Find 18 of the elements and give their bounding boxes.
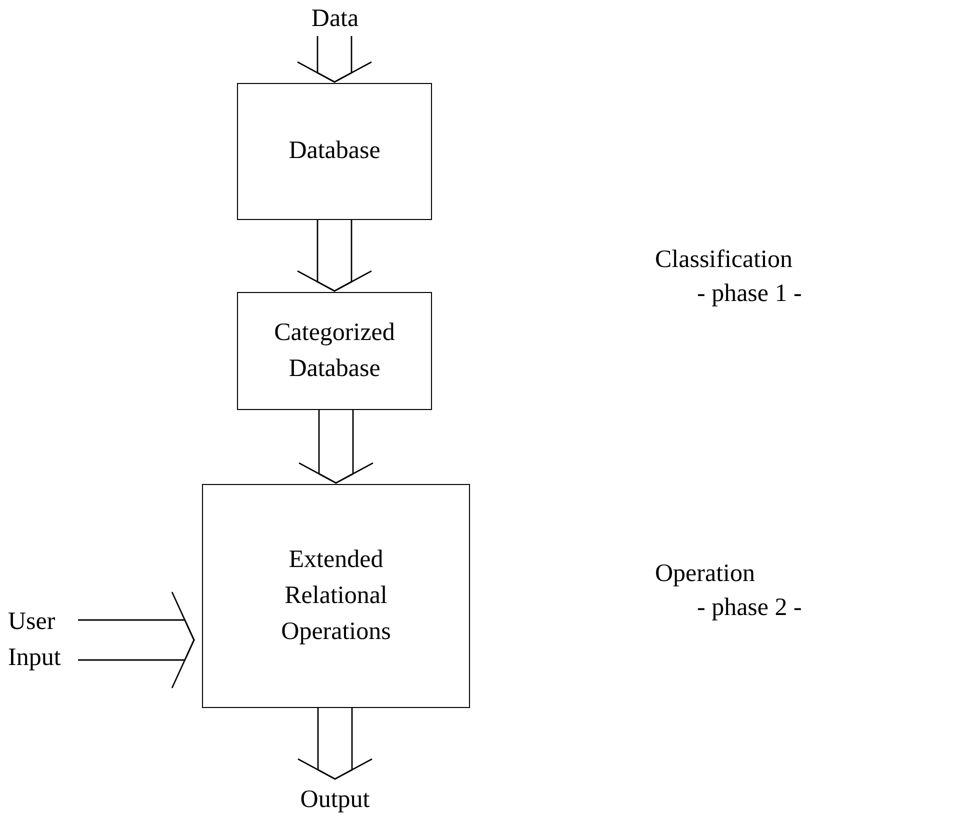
- double-arrow: [296, 219, 372, 292]
- double-arrow: [298, 409, 374, 484]
- phase-label: - phase 1 -: [697, 279, 802, 309]
- process-box: [202, 484, 470, 708]
- double-arrow: [297, 707, 373, 780]
- box-label: Database: [288, 136, 380, 166]
- phase-label: Operation: [655, 559, 755, 589]
- phase-label: Classification: [655, 245, 792, 275]
- flow-label: Data: [311, 4, 359, 34]
- double-arrow: [296, 35, 372, 83]
- double-arrow: [77, 591, 195, 689]
- phase-label: - phase 2 -: [697, 593, 802, 623]
- box-label: Extended Relational Operations: [280, 544, 392, 648]
- flow-label: Output: [300, 784, 370, 815]
- process-box: [237, 292, 432, 410]
- process-box: [237, 83, 432, 220]
- flow-label: User Input: [8, 606, 62, 673]
- box-label: Categorized Database: [273, 318, 396, 384]
